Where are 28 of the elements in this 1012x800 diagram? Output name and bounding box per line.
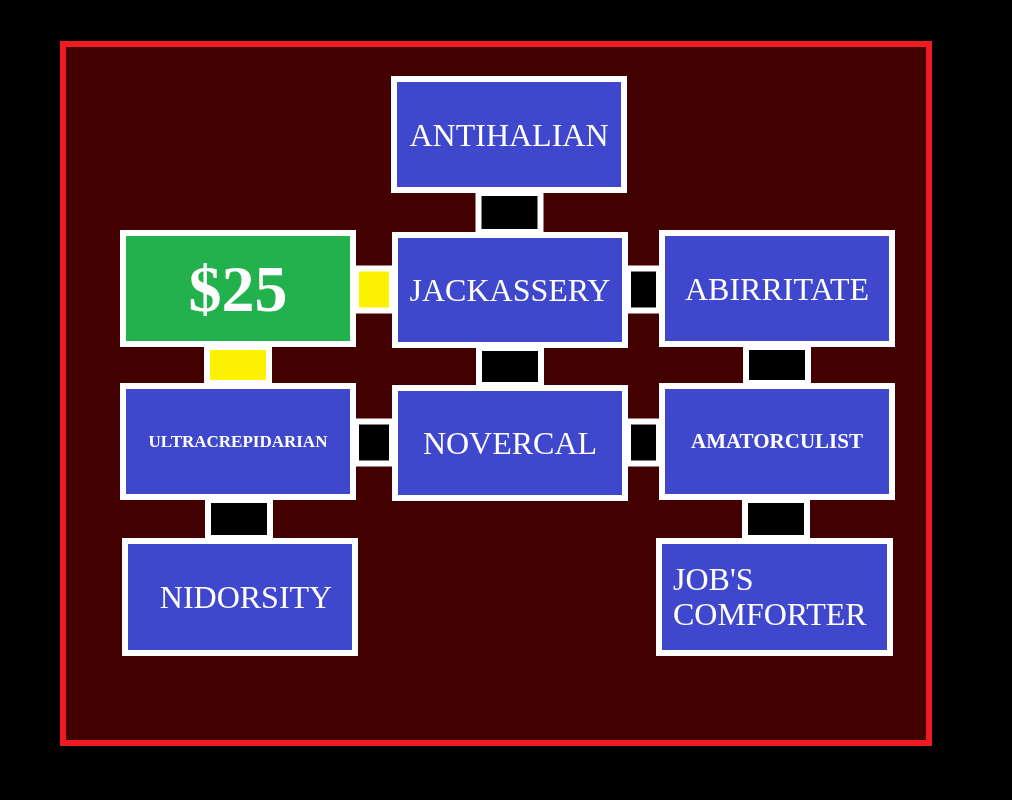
connector-bar: [743, 344, 811, 386]
word-box: [659, 230, 895, 347]
node-label: JOB'S COMFORTER: [672, 561, 868, 633]
connector-bar: [625, 265, 662, 314]
connector-bar: [476, 345, 544, 388]
word-box: [656, 538, 893, 656]
word-box: [392, 385, 628, 501]
node-label: $25: [188, 251, 288, 327]
node-label: ULTRACREPIDARIAN: [148, 430, 328, 453]
node-label: ANTIHALIAN: [409, 115, 609, 155]
node-label: ABIRRITATE: [684, 269, 870, 309]
prize-box: [120, 230, 356, 347]
connector-bar: [625, 418, 662, 467]
connector-bar: [475, 190, 544, 235]
word-box: [659, 383, 895, 500]
word-box: [391, 76, 627, 193]
word-box: [120, 383, 356, 500]
word-box: [122, 538, 358, 656]
node-label: NIDORSITY: [158, 578, 333, 617]
connector-bar: [204, 344, 272, 386]
node-label: AMATORCULIST: [691, 427, 863, 455]
node-label: JACKASSERY: [409, 271, 611, 310]
connector-bar: [353, 265, 395, 314]
connector-bar: [353, 418, 395, 467]
connector-bar: [205, 497, 273, 541]
node-label: NOVERCAL: [422, 424, 598, 463]
word-box: [392, 232, 628, 348]
connector-bar: [742, 497, 810, 541]
